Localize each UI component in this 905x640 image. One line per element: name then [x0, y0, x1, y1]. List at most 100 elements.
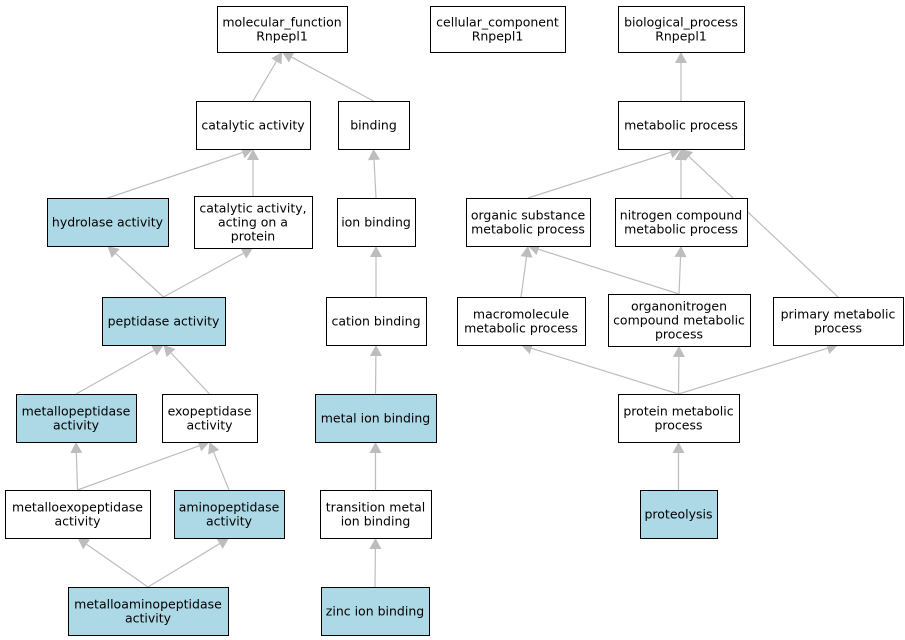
node-label-line: Rnpepl1	[256, 29, 308, 44]
node-label-line: biological_process	[624, 15, 738, 30]
edge-line	[107, 151, 243, 199]
node-label-line: activity	[53, 418, 100, 433]
edge-line	[75, 452, 79, 491]
node-label-line: protein	[231, 229, 275, 244]
node-metal-ion-binding[interactable]: metal ion binding	[315, 394, 437, 443]
node-zinc-ion-binding[interactable]: zinc ion binding	[321, 587, 430, 636]
node-box	[194, 196, 313, 249]
node-box	[5, 490, 151, 539]
node-label-line: metal ion binding	[321, 411, 431, 426]
node-label-line: activity	[54, 514, 101, 529]
arrowhead-icon	[247, 149, 259, 160]
edge-metalloexopeptidase_activity-to-exopeptidase_activity	[77, 440, 210, 491]
edge-line	[213, 451, 230, 491]
edge-line	[170, 352, 210, 395]
node-label-line: activity	[186, 418, 233, 433]
arrowhead-icon	[369, 538, 382, 550]
edge-line	[77, 445, 200, 491]
node-box	[618, 394, 740, 443]
node-peptidase-activity[interactable]: peptidase activity	[102, 297, 226, 346]
arrowhead-icon	[70, 442, 83, 454]
edge-organonitrogen_metabolic-to-organic_substance_metabolic	[528, 243, 680, 295]
node-label-line: proteolysis	[644, 507, 712, 522]
node-binding[interactable]: binding	[338, 101, 410, 150]
node-label-line: metallopeptidase	[22, 404, 131, 419]
edge-line	[115, 252, 164, 298]
arrowhead-icon	[107, 246, 120, 258]
node-box	[321, 587, 430, 636]
edge-layer	[70, 51, 839, 588]
edge-peptidase_activity-to-catalytic_activity_protein	[163, 248, 253, 298]
node-label-line: process	[814, 321, 862, 336]
edge-catalytic_activity_protein-to-catalytic_activity	[247, 149, 259, 196]
edge-metalloaminopeptidase_activity-to-aminopeptidase_activity	[147, 538, 229, 588]
edge-metalloexopeptidase_activity-to-metallopeptidase_activity	[70, 442, 83, 491]
edge-exopeptidase_activity-to-peptidase_activity	[163, 345, 210, 395]
node-box	[315, 394, 437, 443]
node-proteolysis[interactable]: proteolysis	[640, 490, 718, 539]
edge-protein_metabolic-to-organonitrogen_metabolic	[672, 346, 685, 395]
edge-metal_ion_binding-to-cation_binding	[369, 345, 382, 395]
edge-line	[75, 349, 155, 395]
node-catalytic-activity[interactable]: catalytic activity	[196, 101, 311, 150]
node-label-line: protein metabolic	[623, 404, 733, 419]
node-label-line: nitrogen compound	[620, 208, 742, 223]
edge-protein_metabolic-to-primary_metabolic	[678, 342, 838, 395]
node-label-line: metalloaminopeptidase	[74, 597, 222, 612]
edge-metalloaminopeptidase_activity-to-metalloexopeptidase_activity	[77, 538, 149, 588]
node-box	[337, 198, 416, 247]
node-box	[608, 294, 751, 347]
node-hydrolase-activity[interactable]: hydrolase activity	[47, 198, 169, 247]
node-box	[618, 101, 745, 150]
node-label-line: exopeptidase	[168, 404, 252, 419]
node-label-line: acting on a	[218, 215, 288, 230]
node-label-line: process	[655, 327, 703, 342]
node-label-line: hydrolase activity	[52, 215, 164, 230]
node-cation-binding[interactable]: cation binding	[326, 297, 427, 346]
node-box	[16, 394, 137, 443]
arrowhead-icon	[672, 442, 685, 453]
edge-cation_binding-to-ion_binding	[370, 246, 382, 297]
edge-protein_metabolic-to-macromolecule_metabolic	[521, 342, 679, 395]
node-box	[102, 297, 226, 346]
edge-line	[688, 156, 839, 298]
node-box	[338, 101, 410, 150]
edge-line	[678, 256, 682, 295]
node-label-line: process	[654, 418, 702, 433]
edge-binding-to-molecular_function	[282, 51, 374, 102]
edge-peptidase_activity-to-hydrolase_activity	[107, 246, 164, 298]
node-label-line: Rnpepl1	[655, 29, 707, 44]
node-metabolic-process[interactable]: metabolic process	[618, 101, 745, 150]
arrowhead-icon	[369, 345, 382, 357]
node-box	[162, 394, 258, 443]
node-ion-binding[interactable]: ion binding	[337, 198, 416, 247]
edge-zinc_ion_binding-to-transition_metal_ion_binding	[369, 538, 382, 588]
edge-line	[252, 61, 277, 102]
edge-line	[163, 252, 244, 298]
edge-hydrolase_activity-to-catalytic_activity	[107, 146, 253, 199]
arrowhead-icon	[369, 442, 382, 453]
edge-proteolysis-to-protein_metabolic	[672, 442, 685, 490]
edge-line	[520, 256, 528, 298]
node-box	[217, 6, 348, 53]
node-label-line: metalloexopeptidase	[12, 500, 143, 515]
edge-metabolic_process-to-biological_process	[675, 52, 687, 101]
node-box	[196, 101, 311, 150]
